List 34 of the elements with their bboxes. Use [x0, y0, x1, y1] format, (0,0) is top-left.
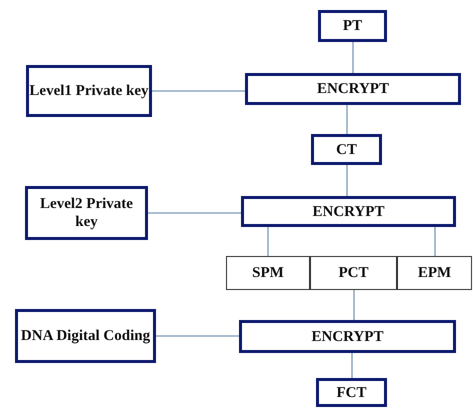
node-label: SPM — [252, 264, 284, 282]
segment-cell — [226, 256, 310, 290]
node-label: DNA Digital Coding — [20, 327, 150, 345]
process-box — [26, 65, 152, 117]
connector-line — [156, 335, 239, 337]
connector-line — [148, 212, 241, 214]
connector-line — [152, 90, 245, 92]
node-label: PCT — [338, 264, 368, 282]
process-box — [25, 186, 148, 240]
node-label: EPM — [418, 264, 452, 282]
connector-line — [351, 353, 353, 378]
node-label: Level2 Private key — [39, 195, 134, 231]
node-label: ENCRYPT — [317, 80, 389, 98]
node-label: ENCRYPT — [312, 202, 384, 220]
node-label: FCT — [336, 384, 366, 402]
connector-line — [434, 227, 436, 256]
process-box — [318, 10, 387, 42]
connector-line — [346, 165, 348, 196]
node-label: ENCRYPT — [312, 328, 384, 346]
process-box — [239, 320, 456, 353]
node-label: CT — [336, 140, 357, 158]
node-label: PT — [342, 17, 362, 35]
connector-line — [352, 42, 354, 73]
node-label: Level1 Private key — [29, 82, 149, 100]
process-box — [316, 378, 387, 407]
connector-line — [346, 105, 348, 134]
process-box — [241, 196, 456, 227]
segment-cell — [397, 256, 472, 290]
process-box — [15, 309, 156, 363]
segment-cell — [310, 256, 397, 290]
connector-line — [353, 290, 355, 320]
process-box — [245, 73, 461, 105]
process-box — [311, 134, 382, 165]
connector-line — [267, 227, 269, 256]
